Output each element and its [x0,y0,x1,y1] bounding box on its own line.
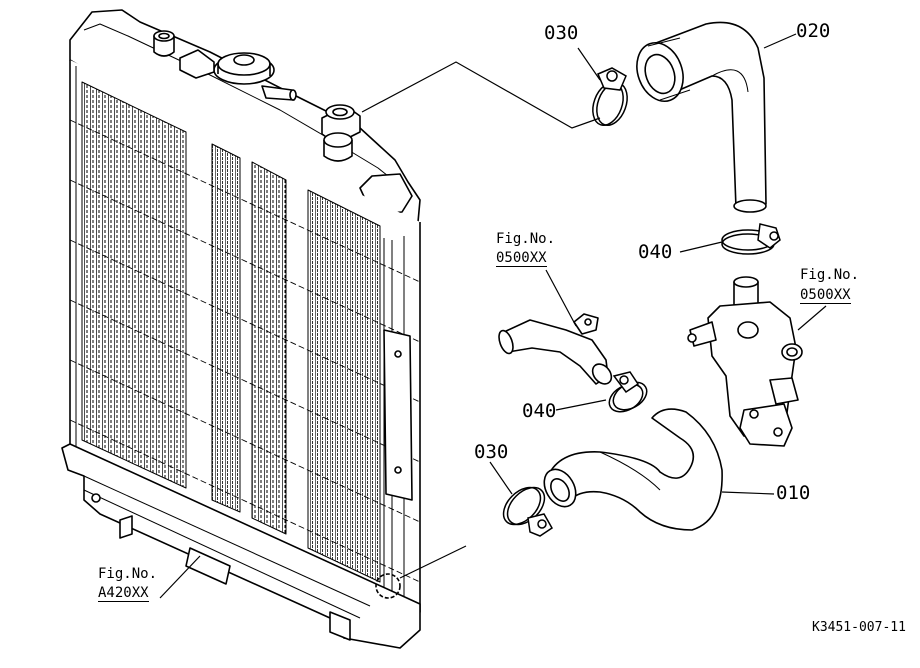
leader-fig-left [159,555,201,599]
fig-ref-left-line1: Fig.No. [98,566,158,582]
upper-hose [636,21,767,213]
leader-040-upper [679,241,723,253]
leader-lines [159,33,827,599]
leader-upper-hose-link [361,61,601,129]
fig-ref-middle-line2: 0500XX [496,250,547,267]
part-label-030-upper: 030 [544,22,579,44]
part-label-010: 010 [776,482,811,504]
radiator [61,9,421,649]
middle-clamp [721,223,781,255]
fig-ref-right-line1: Fig.No. [800,267,860,283]
leader-040-lower [555,399,607,411]
part-label-040-lower: 040 [522,400,557,422]
part-label-030-lower: 030 [474,441,509,463]
thermostat-housing [687,276,803,447]
part-label-020: 020 [796,20,831,42]
bypass-pipe [498,313,613,385]
leader-030-lower [489,461,513,495]
fig-ref-left-line2: A420XX [98,585,149,602]
overflow-pipe [261,85,295,101]
leader-lower-hose-link [399,545,467,579]
drawing-code: K3451-007-11 [812,620,906,635]
fig-ref-right-line2: 0500XX [800,287,851,304]
leader-fig-middle [545,269,577,327]
lower-clamp-040 [608,371,648,413]
lower-clamp-030 [502,486,553,537]
leader-010 [721,491,775,495]
lower-hose [543,408,723,531]
leader-020 [763,33,797,49]
fig-ref-middle-line1: Fig.No. [496,231,556,247]
upper-clamp [592,67,628,126]
leader-030-upper [577,47,601,81]
leader-fig-right [797,305,827,331]
part-label-040-upper: 040 [638,241,673,263]
